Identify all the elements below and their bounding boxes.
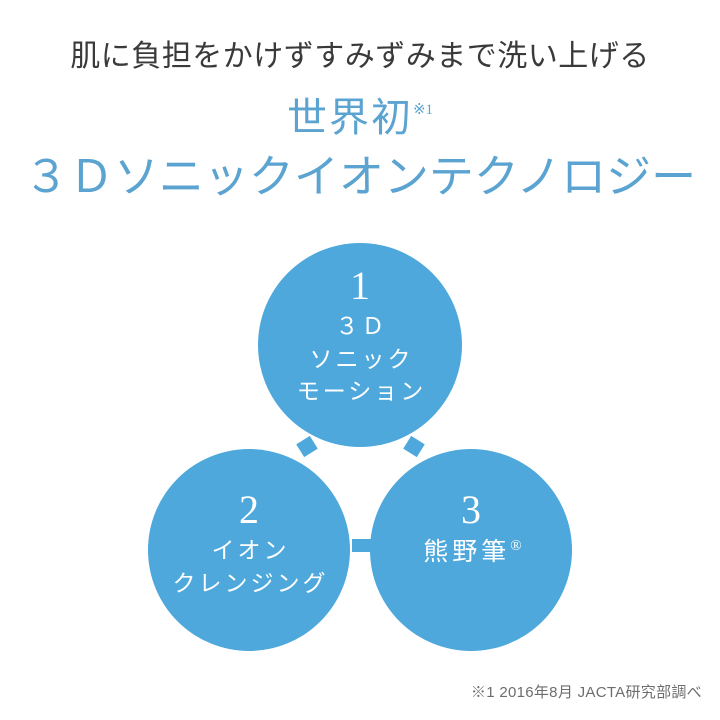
- headline-world-first: 世界初※1: [0, 94, 720, 142]
- footnote-text: ※1 2016年8月 JACTA研究部調べ: [470, 683, 702, 701]
- lead-tagline: 肌に負担をかけずすみずみまで洗い上げる: [70, 40, 650, 73]
- feature-3-number: 3: [461, 487, 481, 532]
- feature-circle-3: 3 熊野筆®: [370, 449, 572, 651]
- headline-technology: ３Ｄソニックイオンテクノロジー: [23, 151, 697, 202]
- feature-circle-2: 2 イオン クレンジング: [148, 449, 350, 651]
- feature-circle-1: 1 ３Ｄ ソニック モーション: [258, 243, 462, 447]
- feature-1-line-1: ３Ｄ: [335, 314, 388, 339]
- connector-nub-1-3: [403, 435, 425, 458]
- headline-world-first-text: 世界初: [286, 94, 413, 140]
- feature-3-line-1: 熊野筆®: [420, 535, 521, 571]
- feature-1-number: 1: [350, 263, 370, 308]
- footnote-marker-1: ※1: [412, 102, 434, 119]
- feature-3-label: 熊野筆: [423, 539, 511, 566]
- connector-nub-2-3: [352, 539, 378, 552]
- feature-2-line-2: クレンジング: [172, 570, 329, 596]
- feature-1-line-2: ソニック: [309, 346, 414, 372]
- feature-1-line-3: モーション: [296, 379, 427, 405]
- heading-block: 肌に負担をかけずすみずみまで洗い上げる 世界初※1 ３Ｄソニックイオンテクノロジ…: [0, 0, 720, 204]
- feature-2-number: 2: [239, 487, 259, 532]
- feature-2-line-1: イオン: [211, 538, 290, 563]
- connector-nub-1-2: [296, 435, 318, 458]
- registered-trademark-icon: ®: [510, 537, 522, 554]
